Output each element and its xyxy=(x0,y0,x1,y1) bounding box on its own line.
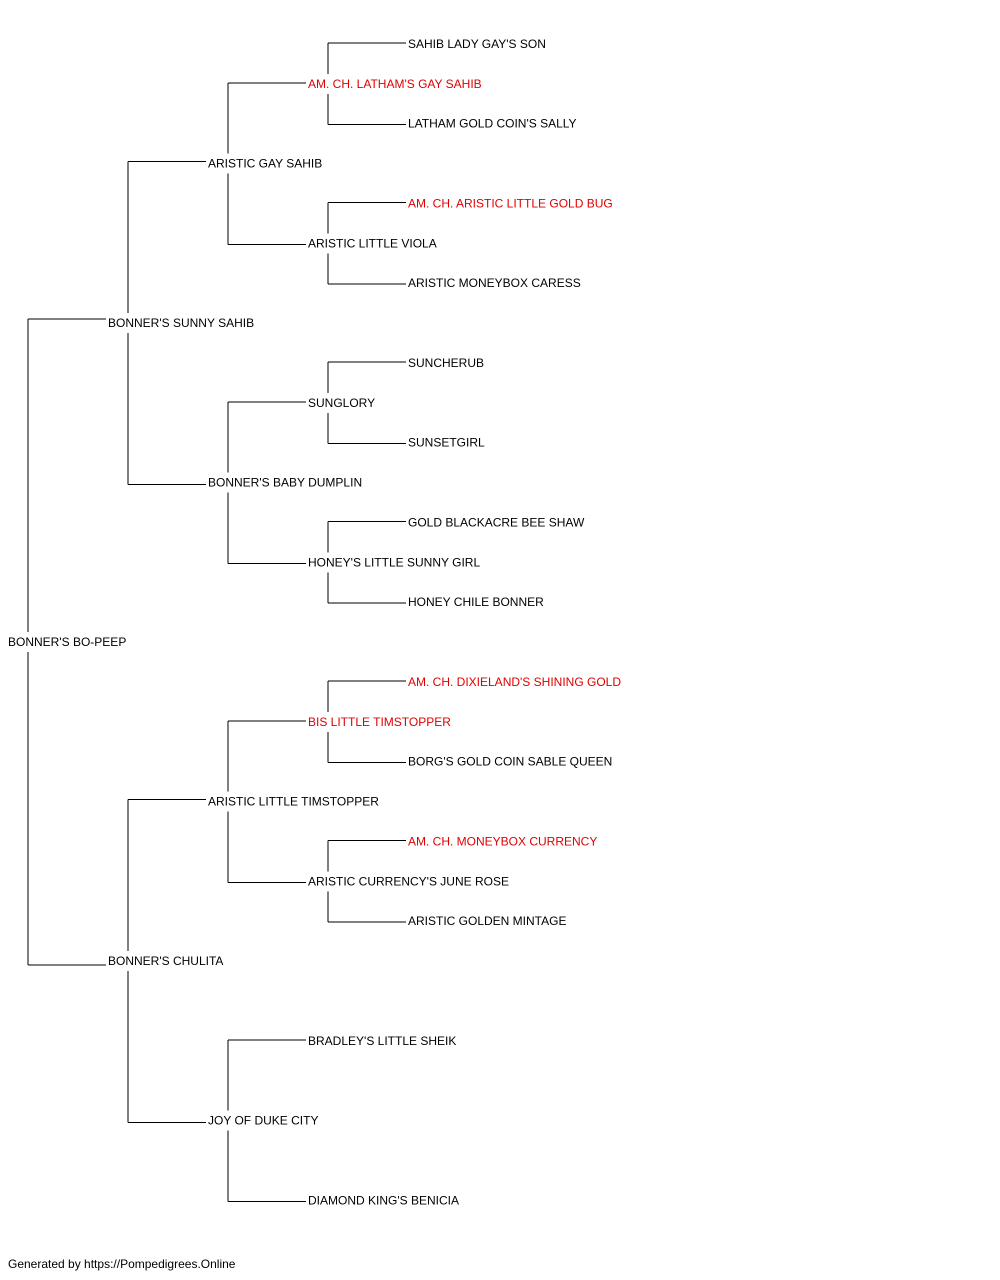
pedigree-name-sire-dam-sire-dam: SUNSETGIRL xyxy=(408,436,485,450)
pedigree-name-sire: BONNER'S SUNNY SAHIB xyxy=(108,316,254,330)
pedigree-name-dam-sire-dam-sire: AM. CH. MONEYBOX CURRENCY xyxy=(408,834,597,848)
pedigree-name-dam: BONNER'S CHULITA xyxy=(108,954,223,968)
pedigree-name-sire-sire-sire-dam: LATHAM GOLD COIN'S SALLY xyxy=(408,117,577,131)
pedigree-name-dam-sire-sire-sire: AM. CH. DIXIELAND'S SHINING GOLD xyxy=(408,675,621,689)
pedigree-name-dam-dam: JOY OF DUKE CITY xyxy=(208,1114,318,1128)
pedigree-name-sire-sire: ARISTIC GAY SAHIB xyxy=(208,157,322,171)
pedigree-name-dam-sire: ARISTIC LITTLE TIMSTOPPER xyxy=(208,795,379,809)
pedigree-name-dam-dam-sire: BRADLEY'S LITTLE SHEIK xyxy=(308,1034,456,1048)
pedigree-name-subject: BONNER'S BO-PEEP xyxy=(8,635,126,649)
pedigree-name-dam-sire-sire: BIS LITTLE TIMSTOPPER xyxy=(308,715,451,729)
pedigree-name-dam-sire-dam-dam: ARISTIC GOLDEN MINTAGE xyxy=(408,914,566,928)
pedigree-name-sire-dam-sire: SUNGLORY xyxy=(308,396,375,410)
generated-by-footer: Generated by https://Pompedigrees.Online xyxy=(8,1257,236,1271)
pedigree-name-sire-dam: BONNER'S BABY DUMPLIN xyxy=(208,476,362,490)
pedigree-name-sire-dam-dam-dam: HONEY CHILE BONNER xyxy=(408,595,544,609)
pedigree-name-labels: BONNER'S BO-PEEP BONNER'S SUNNY SAHIB ARIS… xyxy=(8,37,621,1207)
pedigree-name-dam-sire-dam: ARISTIC CURRENCY'S JUNE ROSE xyxy=(308,874,509,888)
pedigree-name-sire-dam-sire-sire: SUNCHERUB xyxy=(408,356,484,370)
pedigree-name-sire-sire-dam: ARISTIC LITTLE VIOLA xyxy=(308,236,437,250)
pedigree-name-sire-sire-sire: AM. CH. LATHAM'S GAY SAHIB xyxy=(308,77,482,91)
pedigree-name-sire-dam-dam-sire: GOLD BLACKACRE BEE SHAW xyxy=(408,515,585,529)
pedigree-connector-lines xyxy=(27,42,406,1202)
pedigree-name-dam-sire-sire-dam: BORG'S GOLD COIN SABLE QUEEN xyxy=(408,755,612,769)
pedigree-name-dam-dam-dam: DIAMOND KING'S BENICIA xyxy=(308,1193,459,1207)
pedigree-name-sire-sire-dam-dam: ARISTIC MONEYBOX CARESS xyxy=(408,276,581,290)
pedigree-name-sire-dam-dam: HONEY'S LITTLE SUNNY GIRL xyxy=(308,555,480,569)
pedigree-name-sire-sire-dam-sire: AM. CH. ARISTIC LITTLE GOLD BUG xyxy=(408,196,613,210)
pedigree-name-sire-sire-sire-sire: SAHIB LADY GAY'S SON xyxy=(408,37,546,51)
